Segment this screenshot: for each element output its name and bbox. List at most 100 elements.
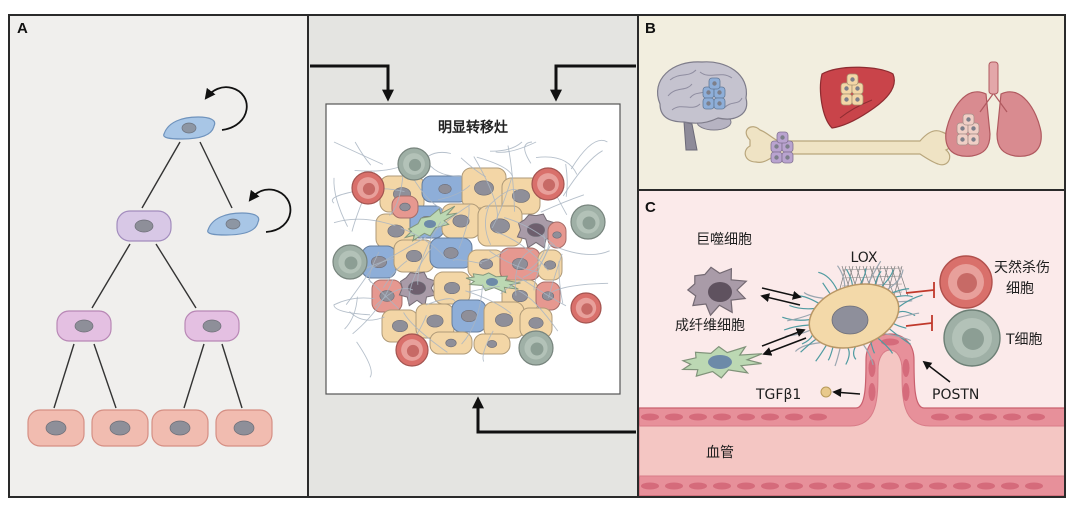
cluster-fibroblast: [465, 272, 521, 294]
cell-nucleus: [169, 420, 191, 436]
ecm-fiber: [476, 156, 513, 177]
cell-nucleus: [445, 338, 457, 348]
ecm-fiber: [503, 217, 556, 247]
postn-label: POSTN: [932, 387, 979, 403]
ecm-fiber: [853, 346, 857, 360]
cell-nucleus: [543, 260, 557, 270]
arrow-to-macrophage-icon: [760, 293, 801, 306]
panel-a: A: [9, 15, 308, 497]
ecm-fiber: [787, 313, 812, 322]
ecm-fiber: [818, 271, 838, 291]
endothelial-nucleus: [931, 413, 949, 421]
tumor-cell-tan: [477, 205, 523, 247]
cell-nucleus: [426, 314, 444, 328]
ecm-fiber: [495, 141, 537, 153]
cell-nucleus: [774, 144, 779, 149]
interaction-arrows: [760, 287, 951, 398]
ecm-fiber: [333, 177, 349, 227]
metastasis-title: 明显转移灶: [438, 119, 508, 136]
tgfb1-label: TGFβ1: [755, 387, 801, 403]
ecm-fiber: [522, 243, 550, 278]
cell-nucleus: [717, 90, 722, 95]
cell-nucleus: [512, 289, 528, 303]
immune-cell-nucleus: [408, 158, 422, 172]
postn-arrow-icon: [922, 360, 951, 383]
ecm-fiber: [333, 304, 371, 316]
fibroblast-label: 成纤维细胞: [675, 318, 745, 334]
tumor-cell-red: [391, 195, 419, 219]
lungs-icon: [945, 61, 1042, 157]
endothelial-nucleus: [868, 383, 876, 401]
endothelial-nucleus: [761, 482, 779, 490]
ecm-fiber: [507, 145, 516, 212]
panel-a-label: A: [17, 20, 28, 37]
endothelial-nucleus: [857, 482, 875, 490]
cell-nucleus: [528, 317, 544, 329]
ecm-fiber: [533, 244, 552, 291]
tumor-cell-blue: [421, 175, 469, 203]
endothelial-nucleus: [641, 413, 659, 421]
cell-nucleus: [392, 319, 408, 333]
bone-shape: [744, 126, 952, 166]
nk-cell-label-line1: 天然杀伤: [994, 259, 1050, 276]
t-cell: [332, 244, 368, 280]
endothelial-nucleus: [737, 413, 755, 421]
ecm-fiber: [489, 250, 540, 273]
ecm-fiber: [491, 178, 512, 229]
ecm-fiber: [783, 324, 810, 331]
ecm-fiber: [895, 295, 913, 298]
ecm-fiber: [408, 246, 433, 303]
ecm-fiber: [437, 184, 471, 201]
ecm-fiber: [565, 163, 568, 197]
nk-cell-label-line2: 细胞: [1006, 281, 1034, 297]
gyrus-line: [671, 103, 701, 111]
ecm-fiber: [782, 316, 810, 321]
cell-nucleus: [512, 189, 530, 203]
ecm-fiber: [874, 270, 882, 286]
endothelial-nucleus: [979, 413, 997, 421]
ecm-fiber: [460, 157, 486, 178]
endothelial-nucleus: [902, 383, 910, 401]
ecm-fiber: [886, 269, 904, 290]
nk-cell: [570, 292, 602, 324]
macrophage-cell: [686, 266, 748, 317]
figure-frame: [8, 14, 1066, 498]
endothelial-nucleus: [665, 482, 683, 490]
endothelial-nucleus: [737, 482, 755, 490]
endothelial-nucleus: [665, 413, 683, 421]
cell-nucleus: [233, 420, 255, 436]
ecm-fiber: [540, 194, 585, 213]
lineage-line: [183, 343, 205, 409]
ecm-fiber: [452, 259, 482, 265]
ecm-fiber: [803, 292, 825, 299]
endothelial-nucleus: [1003, 413, 1021, 421]
nk-cell: [939, 255, 993, 309]
fibroblast-nucleus: [424, 220, 436, 228]
ecm-fiber: [524, 141, 533, 164]
cell-nucleus: [706, 101, 711, 106]
cell-nucleus: [45, 420, 67, 436]
endothelial-nucleus: [929, 482, 947, 490]
self-renewal-arrow-icon: [248, 188, 292, 233]
lox-label: LOX: [850, 250, 877, 266]
ecm-fiber: [458, 206, 470, 249]
cluster-fibroblast: [403, 205, 458, 242]
vessel-lumen: [638, 349, 1066, 477]
ecm-fiber: [485, 205, 492, 246]
fibroblast-nucleus: [486, 278, 498, 286]
cell-nucleus: [443, 247, 459, 259]
arrow-to-fibroblast-icon: [762, 337, 807, 356]
tumor-cell-blue: [451, 299, 487, 333]
ecm-fiber: [514, 249, 534, 296]
metastasis-ecm-fibers: [331, 140, 610, 378]
ecm-fiber: [801, 334, 814, 345]
t-cell-nucleus: [962, 328, 984, 350]
t-cell-label: T细胞: [1005, 332, 1043, 348]
ecm-fiber: [794, 342, 821, 352]
progenitor-cell-pink: [56, 310, 112, 342]
ecm-fiber: [331, 191, 355, 204]
gyrus-line: [667, 83, 693, 97]
cell-nucleus: [960, 137, 965, 142]
ecm-fiber: [349, 311, 385, 321]
